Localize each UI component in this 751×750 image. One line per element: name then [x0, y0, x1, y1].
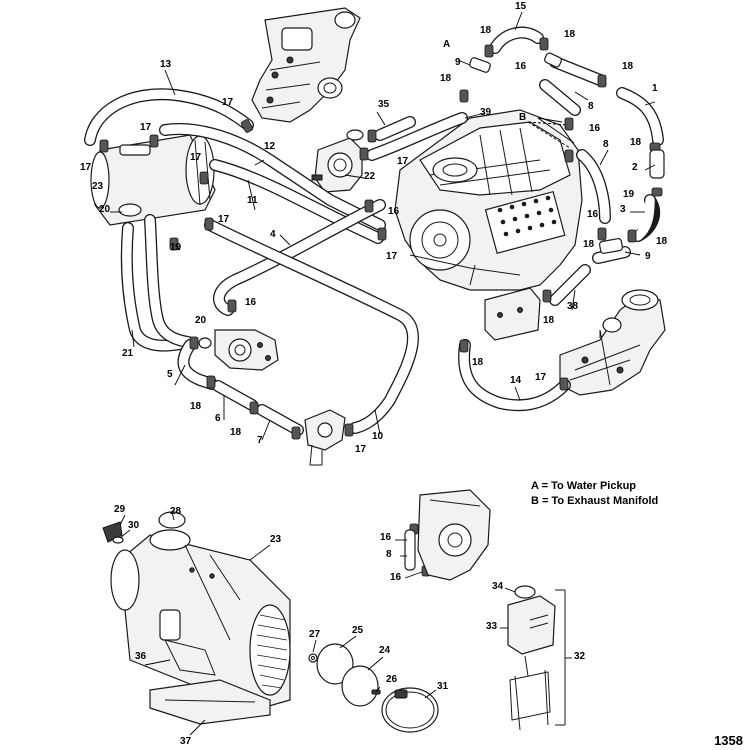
callout-14: 14 [510, 375, 522, 386]
callout-30: 30 [128, 520, 140, 531]
callout-27: 27 [309, 629, 321, 640]
legend-b: B = To Exhaust Manifold [531, 495, 659, 507]
coolant-reservoir [507, 585, 556, 731]
thermostat-housing [311, 129, 364, 193]
callout-4: 4 [270, 229, 276, 240]
callout-16: 16 [380, 532, 392, 543]
callout-5: 5 [167, 369, 173, 380]
callout-25: 25 [352, 625, 364, 636]
callout-17: 17 [355, 444, 367, 455]
water-pump [214, 329, 279, 371]
gasket [164, 639, 216, 676]
callout-23: 23 [92, 181, 104, 192]
callout-37: 37 [180, 736, 192, 747]
callout-1: 1 [652, 83, 658, 94]
callout-A: A [443, 39, 451, 50]
callout-13: 13 [160, 59, 172, 70]
callout-23: 23 [270, 534, 282, 545]
callout-7: 7 [257, 435, 263, 446]
callout-9: 9 [645, 251, 651, 262]
exhaust-manifold-top [251, 7, 361, 123]
callout-36: 36 [135, 651, 147, 662]
callout-21: 21 [122, 348, 134, 359]
hoses [84, 26, 664, 436]
callout-12: 12 [264, 141, 276, 152]
callout-38: 38 [567, 301, 579, 312]
callout-28: 28 [170, 506, 182, 517]
callout-17: 17 [222, 97, 234, 108]
callout-18: 18 [480, 25, 492, 36]
callout-19: 19 [623, 189, 635, 200]
callout-18: 18 [622, 61, 634, 72]
callout-17: 17 [80, 162, 92, 173]
callout-20: 20 [195, 315, 207, 326]
callout-16: 16 [587, 209, 599, 220]
callout-10: 10 [372, 431, 384, 442]
heat-exchanger-exploded [110, 529, 291, 711]
callout-17: 17 [190, 152, 202, 163]
callout-35: 35 [378, 99, 390, 110]
callout-33: 33 [486, 621, 498, 632]
callout-17: 17 [397, 156, 409, 167]
callout-18: 18 [543, 315, 555, 326]
callout-22: 22 [364, 171, 376, 182]
heat-exchanger-top [90, 134, 216, 226]
callout-B: B [519, 112, 527, 123]
callout-6: 6 [215, 413, 221, 424]
callout-29: 29 [114, 504, 126, 515]
callout-18: 18 [190, 401, 202, 412]
callout-16: 16 [515, 61, 527, 72]
callout-17: 17 [218, 214, 230, 225]
callout-16: 16 [388, 206, 400, 217]
callout-17: 17 [386, 251, 398, 262]
fittings [118, 52, 665, 349]
callout-8: 8 [386, 549, 392, 560]
callout-16: 16 [390, 572, 402, 583]
callout-32: 32 [574, 651, 586, 662]
callout-26: 26 [386, 674, 398, 685]
drawing-code: 1358 [714, 733, 743, 748]
pump-detail [404, 489, 491, 581]
riser-plate [484, 287, 541, 341]
tee-fitting [304, 409, 346, 466]
legend-a: A = To Water Pickup [531, 480, 637, 492]
callout-18: 18 [583, 239, 595, 250]
cover-clamp [381, 687, 439, 733]
mounting-bracket [149, 679, 271, 725]
callout-18: 18 [230, 427, 242, 438]
callout-15: 15 [515, 1, 527, 12]
callout-18: 18 [630, 137, 642, 148]
engine-block [394, 109, 583, 291]
callout-18: 18 [440, 73, 452, 84]
callout-18: 18 [564, 29, 576, 40]
pressure-cap [102, 521, 124, 544]
callout-18: 18 [656, 236, 668, 247]
callout-17: 17 [140, 122, 152, 133]
callout-2: 2 [632, 162, 638, 173]
callout-16: 16 [589, 123, 601, 134]
callout-18: 18 [472, 357, 484, 368]
callout-16: 16 [245, 297, 257, 308]
callout-19: 19 [170, 242, 182, 253]
callout-20: 20 [99, 204, 111, 215]
callout-34: 34 [492, 581, 504, 592]
callout-11: 11 [247, 195, 258, 206]
callout-24: 24 [379, 645, 391, 656]
exhaust-manifold-right [559, 289, 666, 396]
callout-3: 3 [620, 204, 626, 215]
hose-clamps [99, 37, 663, 577]
callout-8: 8 [603, 139, 609, 150]
end-covers [308, 643, 381, 707]
callout-31: 31 [437, 681, 449, 692]
callout-17: 17 [535, 372, 547, 383]
callout-9: 9 [455, 57, 461, 68]
callout-8: 8 [588, 101, 594, 112]
callout-39: 39 [480, 107, 492, 118]
